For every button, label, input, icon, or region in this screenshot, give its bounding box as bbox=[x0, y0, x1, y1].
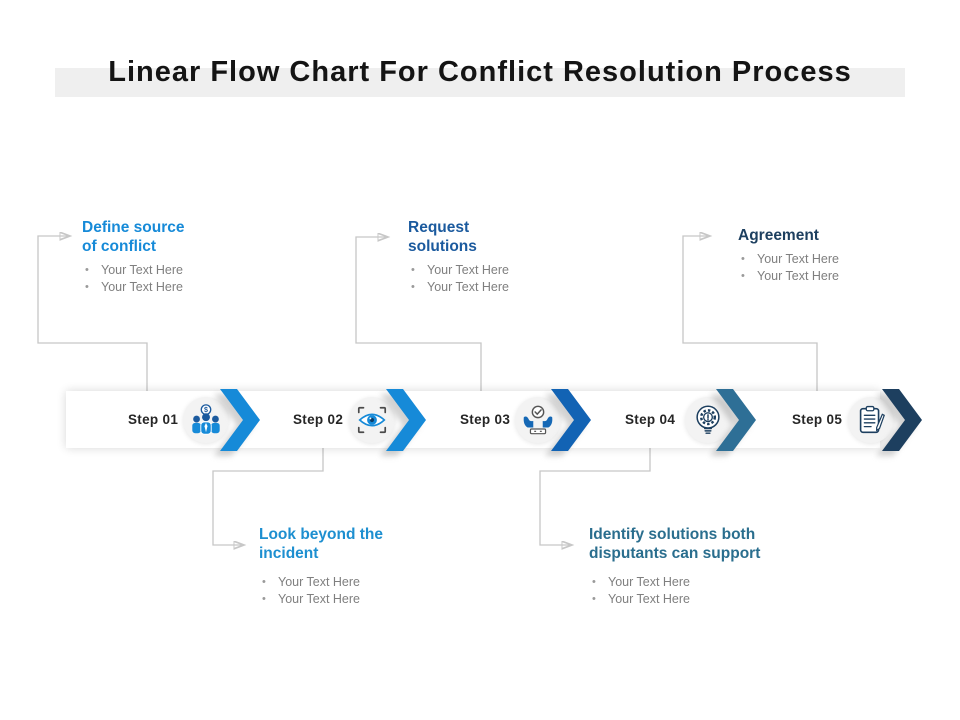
hands-check-icon bbox=[523, 405, 553, 435]
step-01-icon-circle: $ bbox=[183, 397, 229, 443]
page-title: Linear Flow Chart For Conflict Resolutio… bbox=[108, 56, 852, 88]
callout-step-03: Request solutions Your Text Here Your Te… bbox=[408, 218, 509, 295]
callout-heading: Agreement bbox=[738, 227, 819, 244]
callout-step-02: Look beyond the incident Your Text Here … bbox=[259, 525, 383, 607]
title-band bbox=[55, 68, 905, 97]
connector-step4 bbox=[539, 448, 651, 545]
idea-gear-icon bbox=[696, 405, 720, 434]
callout-bullet: Your Text Here bbox=[738, 268, 908, 285]
callout-step-01: Define source of conflict Your Text Here… bbox=[82, 218, 200, 295]
step-04-icon-circle bbox=[685, 397, 731, 443]
callout-heading: Identify solutions both disputants can s… bbox=[589, 526, 761, 562]
callout-heading: Define source of conflict bbox=[82, 219, 185, 255]
callout-heading: Look beyond the incident bbox=[259, 526, 383, 562]
step-05-label: Step 05 bbox=[792, 412, 843, 427]
step-02-chevron-arrow bbox=[386, 389, 426, 451]
callout-bullet: Your Text Here bbox=[589, 591, 779, 608]
connector-step2 bbox=[212, 448, 324, 545]
callout-bullet: Your Text Here bbox=[82, 279, 200, 296]
callout-bullet: Your Text Here bbox=[589, 574, 779, 591]
step-05-chevron-arrow bbox=[882, 389, 922, 451]
callout-heading: Request solutions bbox=[408, 219, 477, 255]
step-05-icon-circle bbox=[848, 397, 894, 443]
connector-step1 bbox=[37, 236, 148, 391]
callout-step-04: Identify solutions both disputants can s… bbox=[589, 525, 779, 607]
step-01-label: Step 01 bbox=[128, 412, 179, 427]
eye-focus-icon bbox=[357, 406, 387, 434]
step-02-icon-circle bbox=[349, 397, 395, 443]
step-04-chevron-arrow bbox=[716, 389, 756, 451]
step-03-label: Step 03 bbox=[460, 412, 511, 427]
notepad-pen-icon bbox=[859, 405, 885, 434]
callout-bullet: Your Text Here bbox=[82, 262, 200, 279]
svg-text:$: $ bbox=[204, 406, 208, 414]
connector-step5 bbox=[682, 236, 818, 391]
callout-bullet: Your Text Here bbox=[408, 262, 538, 279]
step-04-label: Step 04 bbox=[625, 412, 676, 427]
callout-bullet: Your Text Here bbox=[408, 279, 538, 296]
callout-bullet: Your Text Here bbox=[259, 574, 383, 591]
step-03-chevron-arrow bbox=[551, 389, 591, 451]
step-01-chevron-arrow bbox=[220, 389, 260, 451]
callout-step-05: Agreement Your Text Here Your Text Here bbox=[738, 226, 908, 284]
step-03-icon-circle bbox=[515, 397, 561, 443]
connector-step3 bbox=[355, 237, 482, 391]
step-02-label: Step 02 bbox=[293, 412, 344, 427]
callout-bullet: Your Text Here bbox=[259, 591, 383, 608]
team-negotiation-icon: $ bbox=[192, 404, 220, 435]
callout-bullet: Your Text Here bbox=[738, 251, 908, 268]
